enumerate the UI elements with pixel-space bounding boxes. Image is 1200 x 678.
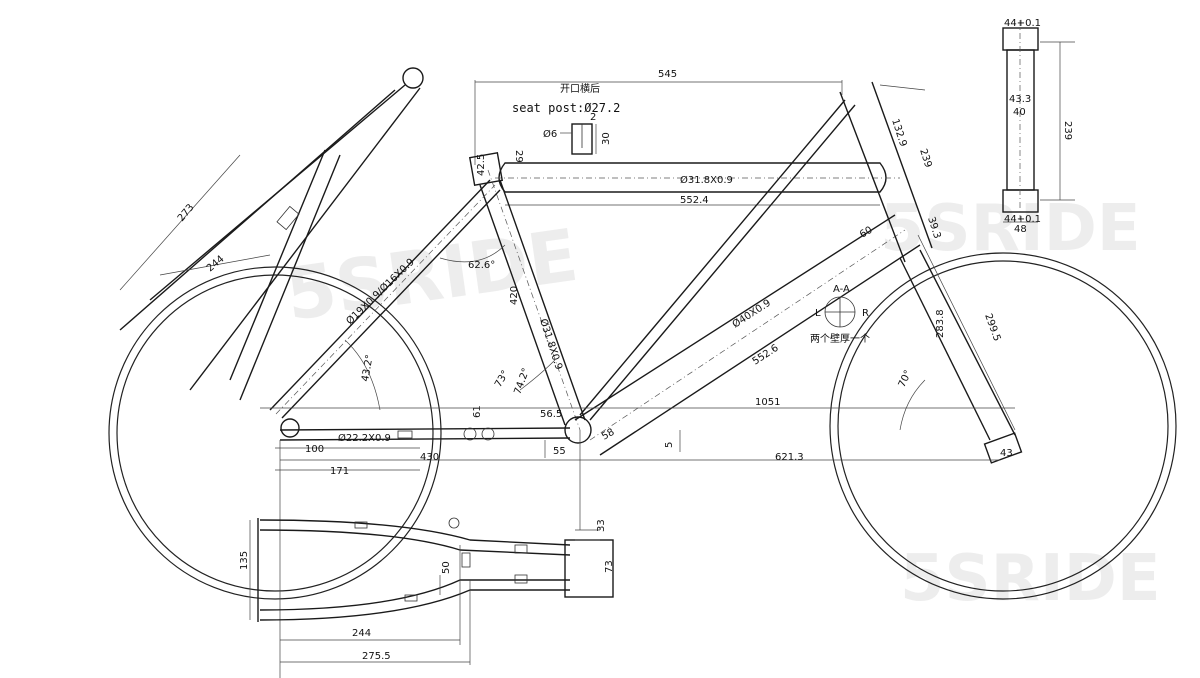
head-44-bottom: 44+0.1 (1004, 214, 1041, 225)
seat-cluster (468, 151, 504, 187)
dim-58: 58 (600, 427, 617, 443)
top-tube-spec: Ø31.8X0.9 (680, 174, 733, 186)
dim-61: 61 (472, 405, 483, 418)
angle-73: 73° (493, 369, 511, 390)
dim-244-top-view: 244 (352, 628, 371, 639)
baseline-dims (260, 407, 1015, 678)
head-44-top: 44+0.1 (1004, 18, 1041, 29)
bb-angle-arc (519, 359, 556, 391)
down-tube-spec: Ø40X0.9 (730, 297, 773, 331)
dim-171: 171 (330, 466, 349, 477)
down-tube (574, 214, 921, 456)
seat-tube-spec: Ø31.8X0.9 (537, 317, 565, 371)
section-aa (824, 296, 856, 328)
dim-2: 2 (590, 112, 596, 123)
rear-wheel (108, 266, 442, 600)
seat-post-label: seat post:Ø27.2 (512, 101, 620, 115)
dim-30: 30 (601, 132, 612, 145)
angle-43-2: 43.2° (360, 354, 376, 383)
seat-stays (269, 179, 501, 419)
section-left: L (815, 308, 821, 319)
dim-552-4: 552.4 (680, 195, 709, 206)
dim-239: 239 (917, 148, 933, 170)
dim-29: 29 (513, 150, 524, 163)
dim-1051: 1051 (755, 397, 780, 408)
dim-56-5: 56.5 (540, 409, 562, 420)
fork (899, 234, 1023, 464)
dim-73: 73 (604, 560, 615, 573)
dim-420: 420 (509, 286, 520, 305)
diagonal-tube-2 (589, 104, 856, 421)
dim-42-5: 42.5 (476, 154, 487, 176)
dim-299-5: 299.5 (982, 312, 1002, 343)
head-tube-detail (1002, 20, 1075, 223)
rear-top-view (249, 517, 614, 665)
section-right: R (862, 308, 869, 319)
dim-244: 244 (205, 254, 227, 275)
seat-tube (479, 169, 586, 431)
dim-273: 273 (176, 202, 197, 224)
dim-545: 545 (658, 69, 677, 80)
dim-43: 43 (1000, 448, 1013, 459)
head-angle: 70° (897, 369, 914, 390)
rear-rack (119, 67, 424, 401)
head-48: 48 (1014, 224, 1027, 235)
stay-angle-arc (344, 339, 381, 411)
dim-d6: Ø6 (543, 128, 557, 140)
head-239: 239 (1062, 121, 1073, 140)
dim-132-9: 132.9 (889, 118, 908, 149)
dim-5: 5 (664, 442, 675, 448)
seat-angle-arc (439, 244, 506, 263)
chainstay-spec: Ø22.2X0.9 (338, 432, 391, 444)
dim-135: 135 (239, 551, 250, 570)
chainstay (279, 416, 592, 444)
dimension-top-545 (474, 80, 843, 165)
watermark-text-2: 5SRIDE (880, 192, 1141, 266)
head-43-3: 43.3 (1009, 94, 1031, 105)
dim-621-3: 621.3 (775, 452, 804, 463)
top-tube (495, 162, 900, 206)
seat-post-note-cn: 开口横后 (560, 82, 600, 95)
dim-50: 50 (441, 561, 452, 574)
dim-283-8: 283.8 (935, 309, 946, 338)
dim-33: 33 (596, 519, 607, 532)
section-note: 两个壁厚一个 (810, 332, 870, 345)
front-wheel (829, 252, 1177, 600)
angle-74-2: 74.2° (512, 367, 532, 396)
dim-55: 55 (553, 446, 566, 457)
head-tube (839, 81, 933, 263)
head-angle-arc (899, 379, 926, 431)
dim-275-5: 275.5 (362, 651, 391, 662)
seat-angle: 62.6° (468, 260, 495, 271)
dim-60: 60 (858, 225, 875, 241)
head-40: 40 (1013, 107, 1026, 118)
dim-430: 430 (420, 452, 439, 463)
seat-slot-detail (560, 123, 597, 155)
dim-100: 100 (305, 444, 324, 455)
watermark-text-3: 5SRIDE (900, 542, 1161, 616)
bottom-bracket (564, 416, 592, 444)
section-label: A-A (833, 284, 850, 295)
rear-dropout (280, 418, 300, 438)
diagonal-tube (579, 99, 846, 416)
